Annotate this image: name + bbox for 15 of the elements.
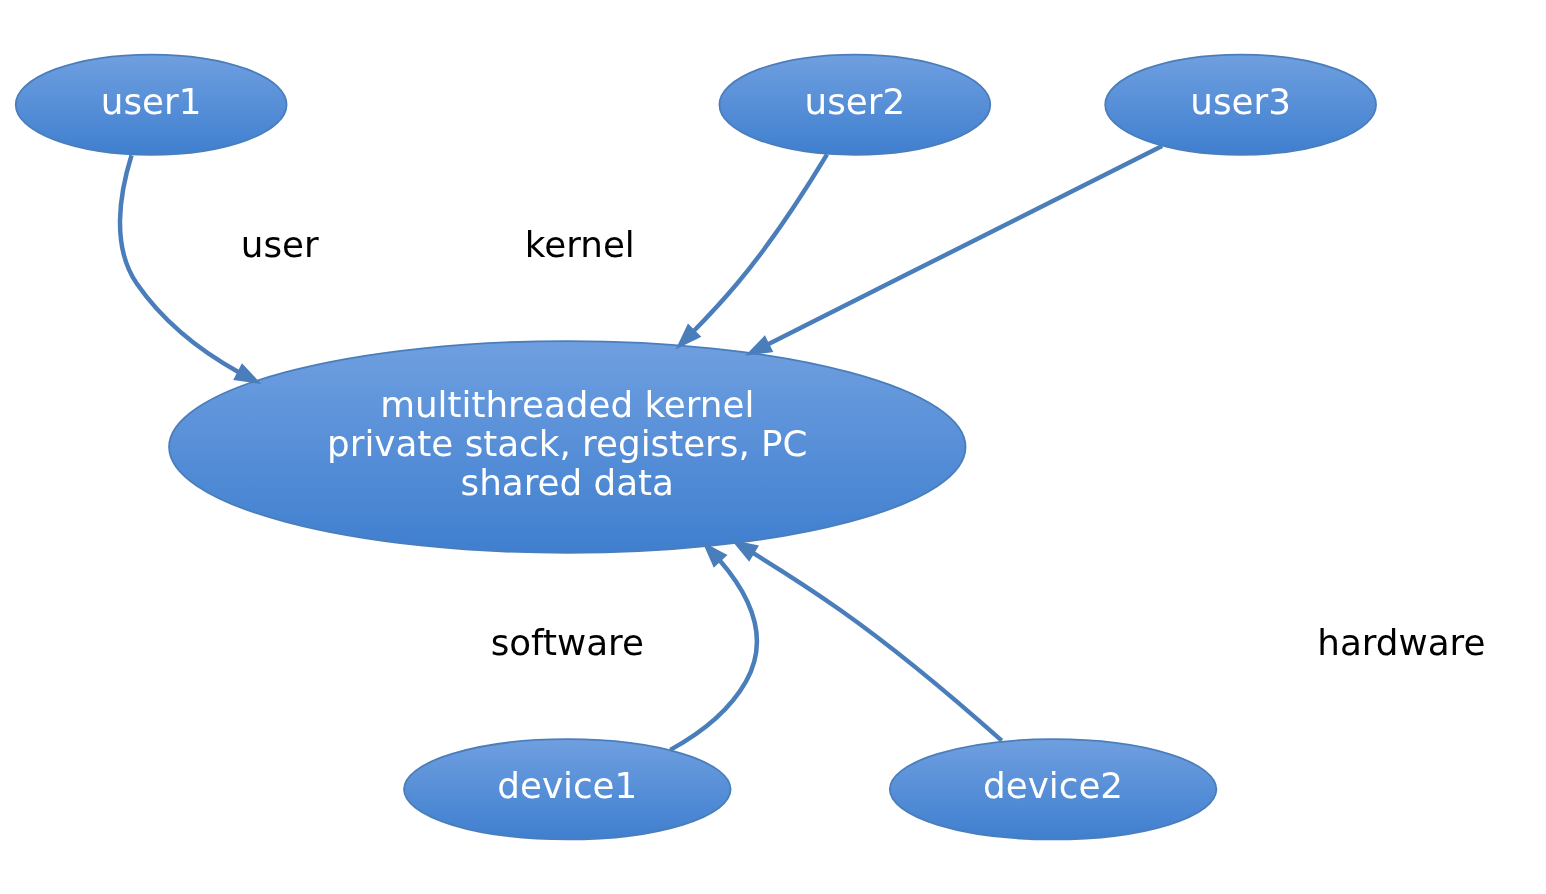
arrow — [675, 153, 829, 350]
node-ellipse: multithreaded kernel private stack, registers, PC shared data — [168, 340, 967, 554]
label: software — [490, 621, 644, 663]
node-ellipse: user2 — [718, 53, 992, 156]
label: kernel — [524, 223, 635, 265]
arrow — [117, 154, 262, 385]
node-ellipse: device1 — [403, 738, 732, 841]
node-ellipse: user3 — [1104, 53, 1377, 156]
arrow — [731, 539, 1004, 743]
arrow — [745, 143, 1164, 356]
label: hardware — [1317, 621, 1486, 663]
arrow — [669, 541, 759, 752]
node-ellipse: user1 — [14, 53, 288, 156]
label: user — [240, 223, 319, 265]
node-ellipse: device2 — [888, 738, 1218, 841]
